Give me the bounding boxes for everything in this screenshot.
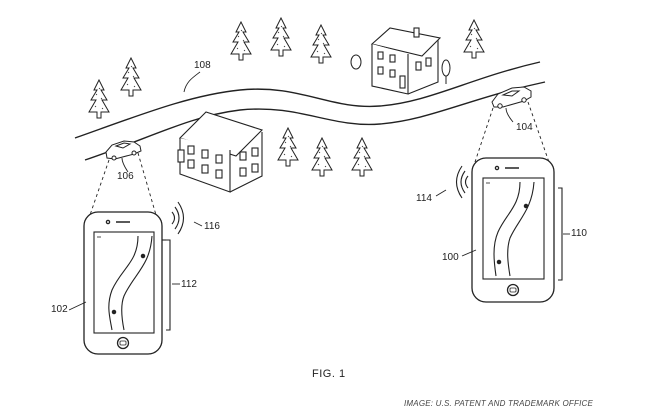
wireless-signal-icon [171, 201, 185, 235]
pine-tree-icon [311, 137, 333, 177]
leader-lines [68, 71, 570, 311]
road [74, 61, 546, 161]
pine-tree-icon [120, 57, 142, 97]
label-bracket-left: 112 [181, 279, 197, 290]
house-icon [370, 27, 442, 95]
label-signal-left: 116 [204, 221, 220, 232]
view-lines [89, 101, 551, 216]
car-icon [491, 86, 532, 109]
car-icon [105, 140, 142, 161]
pine-tree-icon [310, 24, 332, 64]
label-device-left: 102 [51, 304, 68, 315]
label-device-right: 100 [442, 252, 459, 263]
pine-tree-icon [351, 137, 373, 177]
shrub [350, 54, 451, 84]
image-credit: IMAGE: U.S. PATENT AND TRADEMARK OFFICE [404, 399, 593, 408]
pine-tree-icon [88, 79, 110, 119]
pine-tree-icon [270, 17, 292, 57]
label-car-left: 106 [117, 171, 134, 182]
smartphone-icon [83, 211, 163, 355]
brackets [162, 187, 563, 331]
figure-caption: FIG. 1 [312, 368, 346, 380]
smartphone-icon [471, 157, 555, 303]
label-signal-right: 114 [416, 193, 432, 204]
label-road: 108 [194, 60, 211, 71]
pine-tree-icon [277, 127, 299, 167]
wireless-signal-icon [455, 165, 469, 199]
label-bracket-right: 110 [571, 228, 587, 239]
house-icon [177, 111, 264, 193]
pine-tree-icon [230, 21, 252, 61]
label-car-right: 104 [516, 122, 533, 133]
pine-tree-icon [463, 19, 485, 59]
